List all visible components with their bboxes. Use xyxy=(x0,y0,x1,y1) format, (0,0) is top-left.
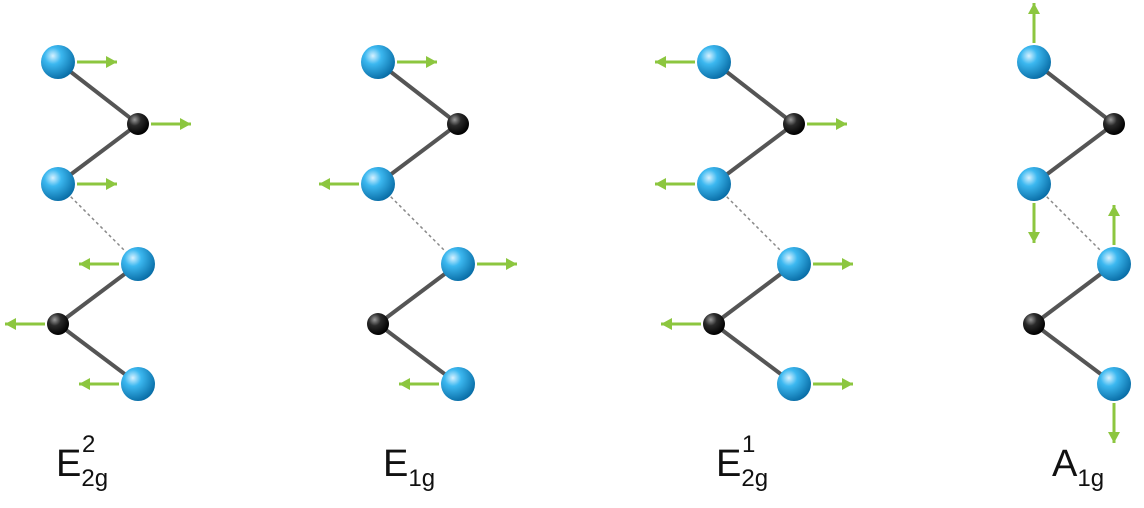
metal-atom xyxy=(127,113,149,135)
chalcogen-atom xyxy=(697,167,731,201)
arrow-head xyxy=(79,378,90,390)
arrow-head xyxy=(842,378,853,390)
chalcogen-atom xyxy=(121,367,155,401)
arrow-head xyxy=(180,118,191,130)
arrow-head xyxy=(1028,232,1040,243)
displacement-arrow xyxy=(807,118,847,130)
mode-panel-e2g1 xyxy=(655,45,853,401)
mode-label-base: A xyxy=(1052,443,1078,485)
displacement-arrow xyxy=(477,258,517,270)
arrow-head xyxy=(1028,3,1040,14)
displacement-arrow xyxy=(77,56,117,68)
arrow-head xyxy=(319,178,330,190)
displacement-arrow xyxy=(1028,3,1040,43)
arrow-head xyxy=(426,56,437,68)
chalcogen-atom xyxy=(1017,45,1051,79)
arrow-head xyxy=(655,178,666,190)
arrow-head xyxy=(1108,205,1120,216)
mode-panel-e1g xyxy=(319,45,517,401)
arrow-head xyxy=(661,318,672,330)
displacement-arrow xyxy=(79,258,119,270)
displacement-arrow xyxy=(319,178,359,190)
mode-label-subscript: 2g xyxy=(741,465,769,492)
displacement-arrow xyxy=(399,378,439,390)
displacement-arrow xyxy=(1108,205,1120,245)
chalcogen-atom xyxy=(361,167,395,201)
metal-atom xyxy=(783,113,805,135)
chalcogen-atom xyxy=(1097,367,1131,401)
metal-atom xyxy=(1023,313,1045,335)
metal-atom xyxy=(47,313,69,335)
arrow-head xyxy=(506,258,517,270)
displacement-arrow xyxy=(5,318,45,330)
chalcogen-atom xyxy=(1097,247,1131,281)
interlayer-bond xyxy=(377,183,459,265)
arrow-head xyxy=(836,118,847,130)
mode-label-base: E xyxy=(383,443,409,485)
displacement-arrow xyxy=(661,318,701,330)
arrow-head xyxy=(655,56,666,68)
displacement-arrow xyxy=(813,378,853,390)
mode-label-subscript: 2g xyxy=(81,465,109,492)
arrow-head xyxy=(5,318,16,330)
mode-label-subscript: 1g xyxy=(408,465,436,492)
mode-label-superscript: 1 xyxy=(742,431,756,458)
displacement-arrow xyxy=(79,378,119,390)
mode-panel-e2g2 xyxy=(5,45,191,401)
chalcogen-atom xyxy=(777,247,811,281)
mode-label-subscript: 1g xyxy=(1077,465,1105,492)
interlayer-bond xyxy=(57,183,139,265)
chalcogen-atom xyxy=(41,167,75,201)
chalcogen-atom xyxy=(441,367,475,401)
displacement-arrow xyxy=(397,56,437,68)
displacement-arrow xyxy=(655,178,695,190)
chalcogen-atom xyxy=(697,45,731,79)
displacement-arrow xyxy=(1028,203,1040,243)
chalcogen-atom xyxy=(361,45,395,79)
mode-label-superscript: 2 xyxy=(82,431,96,458)
arrow-head xyxy=(79,258,90,270)
metal-atom xyxy=(1103,113,1125,135)
chalcogen-atom xyxy=(121,247,155,281)
mode-label-base: E xyxy=(716,443,742,485)
displacement-arrow xyxy=(655,56,695,68)
arrow-head xyxy=(106,178,117,190)
metal-atom xyxy=(703,313,725,335)
displacement-arrow xyxy=(1108,403,1120,443)
arrow-head xyxy=(106,56,117,68)
mode-panel-a1g xyxy=(1017,3,1131,443)
arrow-head xyxy=(842,258,853,270)
arrow-head xyxy=(399,378,410,390)
metal-atom xyxy=(447,113,469,135)
interlayer-bond xyxy=(713,183,795,265)
interlayer-bond xyxy=(1033,183,1115,265)
displacement-arrow xyxy=(813,258,853,270)
chalcogen-atom xyxy=(441,247,475,281)
chalcogen-atom xyxy=(1017,167,1051,201)
chalcogen-atom xyxy=(41,45,75,79)
arrow-head xyxy=(1108,432,1120,443)
mode-label-base: E xyxy=(56,443,82,485)
chalcogen-atom xyxy=(777,367,811,401)
metal-atom xyxy=(367,313,389,335)
displacement-arrow xyxy=(151,118,191,130)
displacement-arrow xyxy=(77,178,117,190)
